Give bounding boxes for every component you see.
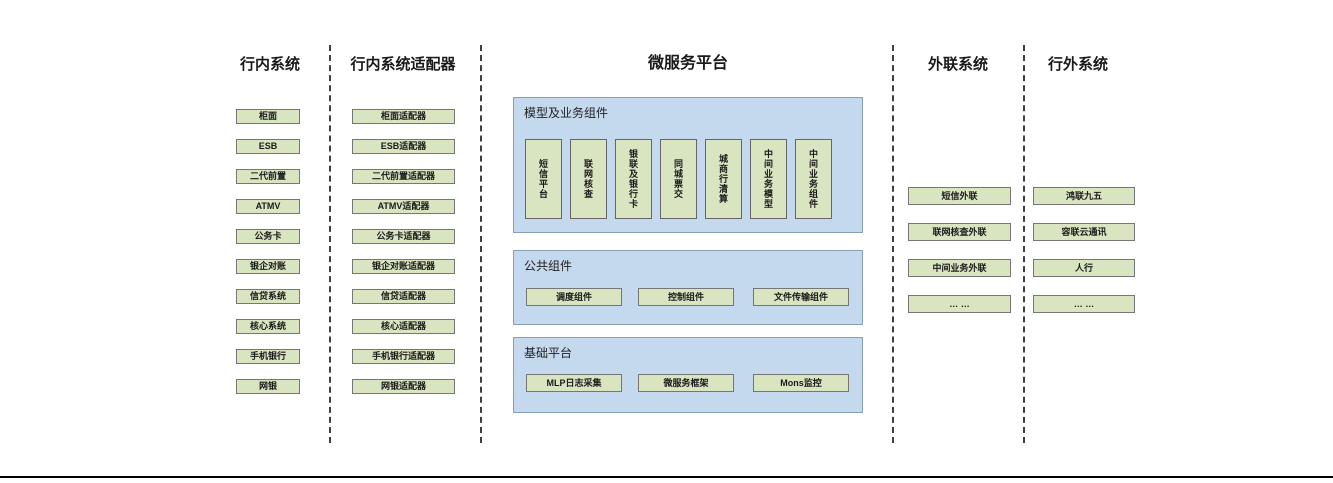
component-box: 调度组件 <box>526 288 622 306</box>
header-microservice-platform: 微服务平台 <box>647 55 728 72</box>
system-box: 核心系统 <box>236 319 300 334</box>
component-box: 中间业务组件 <box>795 139 832 219</box>
adapter-box: 核心适配器 <box>352 319 455 334</box>
group-label: 公共组件 <box>524 259 573 273</box>
group-model-business-components: 模型及业务组件 短信平台 联网核查 银联及银行卡 同城票交 城商行清算 中间业务… <box>513 97 863 233</box>
dashed-separator-4 <box>1023 45 1025 443</box>
adapter-box: 柜面适配器 <box>352 109 455 124</box>
system-box: ESB <box>236 139 300 154</box>
adapter-box: 公务卡适配器 <box>352 229 455 244</box>
system-box: 网银 <box>236 379 300 394</box>
group-label: 基础平台 <box>524 346 573 360</box>
adapter-box: 二代前置适配器 <box>352 169 455 184</box>
adapter-box: 网银适配器 <box>352 379 455 394</box>
outreach-box: 联网核查外联 <box>908 223 1011 241</box>
outreach-box: 中间业务外联 <box>908 259 1011 277</box>
dashed-separator-3 <box>892 45 894 443</box>
system-box: ATMV <box>236 199 300 214</box>
header-outreach-systems: 外联系统 <box>927 56 988 73</box>
outreach-box: 短信外联 <box>908 187 1011 205</box>
group-common-components: 公共组件 调度组件 控制组件 文件传输组件 <box>513 250 863 325</box>
external-box: 容联云通讯 <box>1033 223 1135 241</box>
system-box: 手机银行 <box>236 349 300 364</box>
external-box: … … <box>1033 295 1135 313</box>
external-box: 鸿联九五 <box>1033 187 1135 205</box>
component-box: 银联及银行卡 <box>615 139 652 219</box>
dashed-separator-2 <box>480 45 482 443</box>
component-box: 中间业务模型 <box>750 139 787 219</box>
group-base-platform: 基础平台 MLP日志采集 微服务框架 Mons监控 <box>513 337 863 413</box>
adapter-box: 银企对账适配器 <box>352 259 455 274</box>
component-box: 控制组件 <box>638 288 734 306</box>
component-box: 文件传输组件 <box>753 288 849 306</box>
component-box: 短信平台 <box>525 139 562 219</box>
component-box: Mons监控 <box>753 374 849 392</box>
adapter-box: 信贷适配器 <box>352 289 455 304</box>
system-box: 公务卡 <box>236 229 300 244</box>
system-box: 银企对账 <box>236 259 300 274</box>
dashed-separator-1 <box>329 45 331 443</box>
header-external-systems: 行外系统 <box>1047 56 1108 73</box>
bottom-rule <box>0 476 1333 478</box>
component-box: 同城票交 <box>660 139 697 219</box>
header-internal-adapters: 行内系统适配器 <box>350 56 456 73</box>
adapter-box: ATMV适配器 <box>352 199 455 214</box>
system-box: 二代前置 <box>236 169 300 184</box>
adapter-box: 手机银行适配器 <box>352 349 455 364</box>
header-internal-systems: 行内系统 <box>239 56 300 73</box>
component-box: 微服务框架 <box>638 374 734 392</box>
outreach-box: … … <box>908 295 1011 313</box>
group-label: 模型及业务组件 <box>524 106 609 120</box>
component-box: 联网核查 <box>570 139 607 219</box>
system-box: 信贷系统 <box>236 289 300 304</box>
adapter-box: ESB适配器 <box>352 139 455 154</box>
component-box: MLP日志采集 <box>526 374 622 392</box>
component-box: 城商行清算 <box>705 139 742 219</box>
external-box: 人行 <box>1033 259 1135 277</box>
system-box: 柜面 <box>236 109 300 124</box>
